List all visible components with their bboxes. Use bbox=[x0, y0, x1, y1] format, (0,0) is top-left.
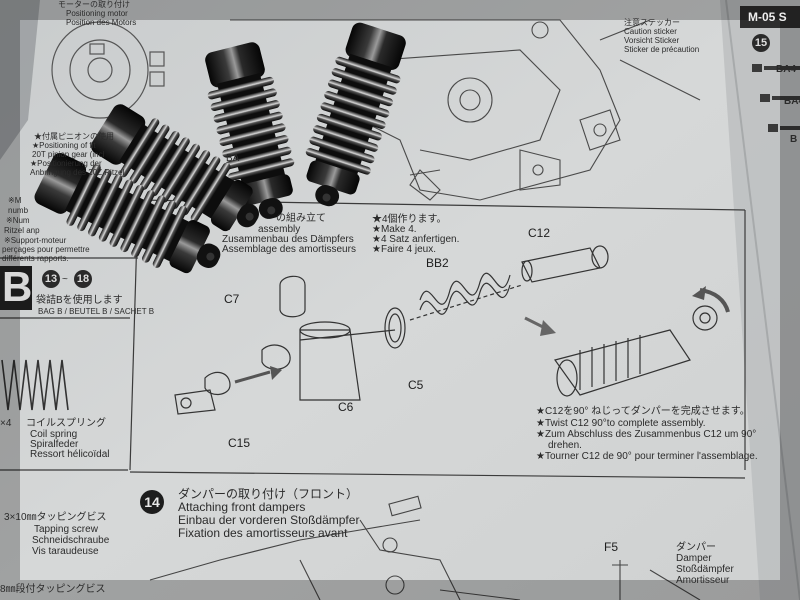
make4-jp: ★4個作ります。 bbox=[372, 214, 447, 225]
ritzel-note-5: ※Support-moteur bbox=[4, 236, 67, 245]
twist-jp: ★C12を90° ねじってダンパーを完成させます。 bbox=[536, 406, 750, 417]
bag-range-sep: ~ bbox=[62, 274, 68, 285]
part-c12: C12 bbox=[528, 226, 551, 240]
part-c6: C6 bbox=[338, 400, 354, 414]
damper-label-jp: ダンパー bbox=[676, 542, 716, 553]
ritzel-note-4: Ritzel anp bbox=[4, 226, 40, 235]
bag-multi: BAG B / BEUTEL B / SACHET B bbox=[38, 307, 155, 316]
ritzel-note-1: ※M bbox=[8, 196, 22, 205]
right-item-3: B bbox=[790, 134, 798, 145]
step14-en: Attaching front dampers bbox=[178, 500, 306, 514]
motor-title-de: Position des Motors bbox=[66, 18, 137, 27]
twist-de-1: ★Zum Abschluss des Zusammenbus C12 um 90… bbox=[536, 429, 757, 440]
damper-title-de: Zusammenbau des Dämpfers bbox=[222, 234, 354, 245]
motor-title-jp: モーターの取り付け bbox=[58, 0, 130, 9]
coil-jp: コイルスプリング bbox=[26, 418, 106, 429]
ritzel-note-3: ※Num bbox=[6, 216, 30, 225]
bag-range-to: 18 bbox=[74, 270, 92, 288]
coil-fr: Ressort hélicoïdal bbox=[30, 449, 110, 460]
tapping-screw-de: Schneidschraube bbox=[32, 535, 110, 546]
motor-title-en: Positioning motor bbox=[66, 9, 128, 18]
coil-en: Coil spring bbox=[30, 429, 78, 440]
part-f5: F5 bbox=[604, 540, 619, 554]
caution-sticker-de: Vorsicht Sticker bbox=[624, 36, 680, 45]
tapping-screw-jp: 3×10㎜タッピングビス bbox=[4, 512, 107, 523]
damper-title-jp: の組み立て bbox=[276, 213, 326, 224]
bag-b-badge bbox=[0, 266, 32, 310]
pinion-note-5: Anbringung des 20Z Ritzel bbox=[30, 168, 125, 177]
make4-en: ★Make 4. bbox=[372, 224, 417, 235]
bag-range-from: 13 bbox=[42, 270, 60, 288]
caution-sticker-fr: Sticker de précaution bbox=[624, 45, 700, 54]
damper-title-fr: Assemblage des amortisseurs bbox=[222, 244, 356, 255]
ritzel-note-7: différents rapports. bbox=[2, 254, 69, 263]
part-c5: C5 bbox=[408, 378, 424, 392]
pinion-note-3: 20T pinion gear (incl bbox=[32, 150, 105, 159]
tapping-screw-en: Tapping screw bbox=[34, 524, 98, 535]
pinion-note-2: ★Positioning of fit bbox=[32, 141, 96, 150]
bag-letter: B bbox=[2, 263, 33, 310]
step-14-badge: 14 bbox=[140, 490, 164, 514]
tapping-screw-fr: Vis taraudeuse bbox=[32, 546, 99, 557]
damper-label-en: Damper bbox=[676, 553, 712, 564]
bag-jp: 袋詰Bを使用します bbox=[36, 295, 123, 306]
step-15-badge: 15 bbox=[752, 34, 770, 52]
twist-en: ★Twist C12 90°to complete assembly. bbox=[536, 418, 706, 429]
step14-de: Einbau der vorderen Stoßdämpfer bbox=[178, 513, 360, 527]
coil-de: Spiralfeder bbox=[30, 439, 79, 450]
part-c7: C7 bbox=[224, 292, 240, 306]
step14-fr: Fixation des amortisseurs avant bbox=[178, 526, 348, 540]
right-item-1: BA4 bbox=[776, 64, 797, 75]
stepped-screw-jp: 8㎜段付タッピングビス bbox=[0, 584, 106, 595]
make4-de: ★4 Satz anfertigen. bbox=[372, 234, 460, 245]
make4-fr: ★Faire 4 jeux. bbox=[372, 244, 436, 255]
step14-jp: ダンパーの取り付け（フロント） bbox=[178, 487, 359, 501]
damper-label-fr: Amortisseur bbox=[676, 575, 730, 586]
twist-de-2: drehen. bbox=[548, 440, 582, 451]
model-label: M-05 S bbox=[748, 10, 787, 24]
pinion-note-4: ★Positionierung der bbox=[30, 159, 102, 168]
coil-qty: ×4 bbox=[0, 418, 12, 429]
damper-title-en: assembly bbox=[258, 224, 301, 235]
ritzel-note-2: numb bbox=[8, 206, 29, 215]
twist-fr: ★Tourner C12 de 90° pour terminer l'asse… bbox=[536, 451, 758, 462]
part-bb2: BB2 bbox=[426, 256, 449, 270]
part-c15: C15 bbox=[228, 436, 251, 450]
ba-label: BA bbox=[226, 153, 240, 164]
caution-sticker-en: Caution sticker bbox=[624, 27, 677, 36]
right-item-2: BA4 bbox=[784, 96, 800, 107]
caution-sticker-jp: 注意ステッカー bbox=[624, 18, 680, 27]
pinion-note-1: ★付属ピニオンの使用 bbox=[34, 132, 114, 141]
damper-label-de: Stoßdämpfer bbox=[676, 564, 734, 575]
ritzel-note-6: perçages pour permettre bbox=[2, 245, 90, 254]
